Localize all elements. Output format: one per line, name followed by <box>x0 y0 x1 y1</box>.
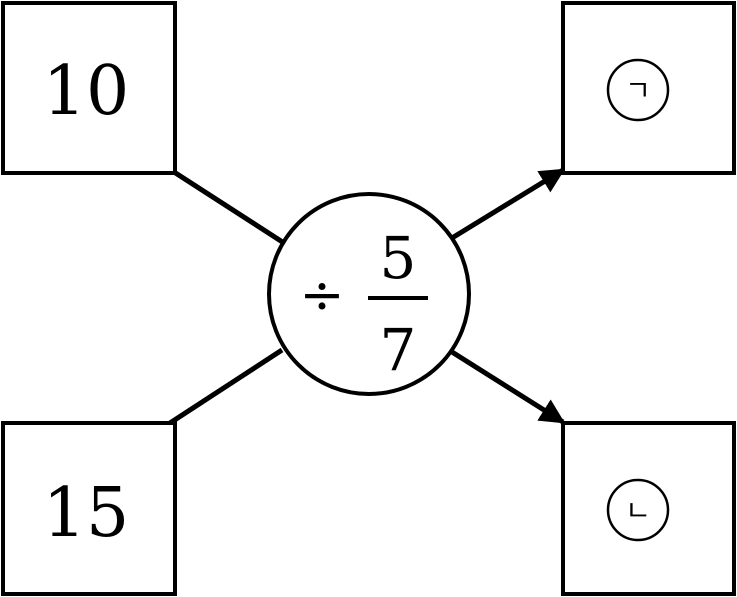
input-value-top: 10 <box>43 52 130 131</box>
connector-line-top-input <box>172 169 286 246</box>
input-box-bottom: 15 <box>1 421 177 596</box>
output-label-bottom: ㄴ <box>625 494 651 527</box>
output-label-circle-bottom <box>606 478 670 542</box>
arrow-to-bottom-output <box>450 349 566 425</box>
output-box-bottom: ㄴ <box>561 421 736 596</box>
arrow-to-top-output <box>450 167 566 241</box>
input-box-top: 10 <box>1 1 177 175</box>
output-label-circle-top <box>606 58 670 122</box>
fraction-numerator: 5 <box>380 224 417 292</box>
output-label-top: ㄱ <box>625 74 651 107</box>
output-box-top: ㄱ <box>561 1 736 175</box>
fraction-denominator: 7 <box>380 316 417 384</box>
input-value-bottom: 15 <box>43 474 130 553</box>
division-operator: ÷ <box>299 263 344 326</box>
connector-line-bottom-input <box>168 347 284 426</box>
operation-circle: ÷ 5 7 <box>267 192 471 396</box>
